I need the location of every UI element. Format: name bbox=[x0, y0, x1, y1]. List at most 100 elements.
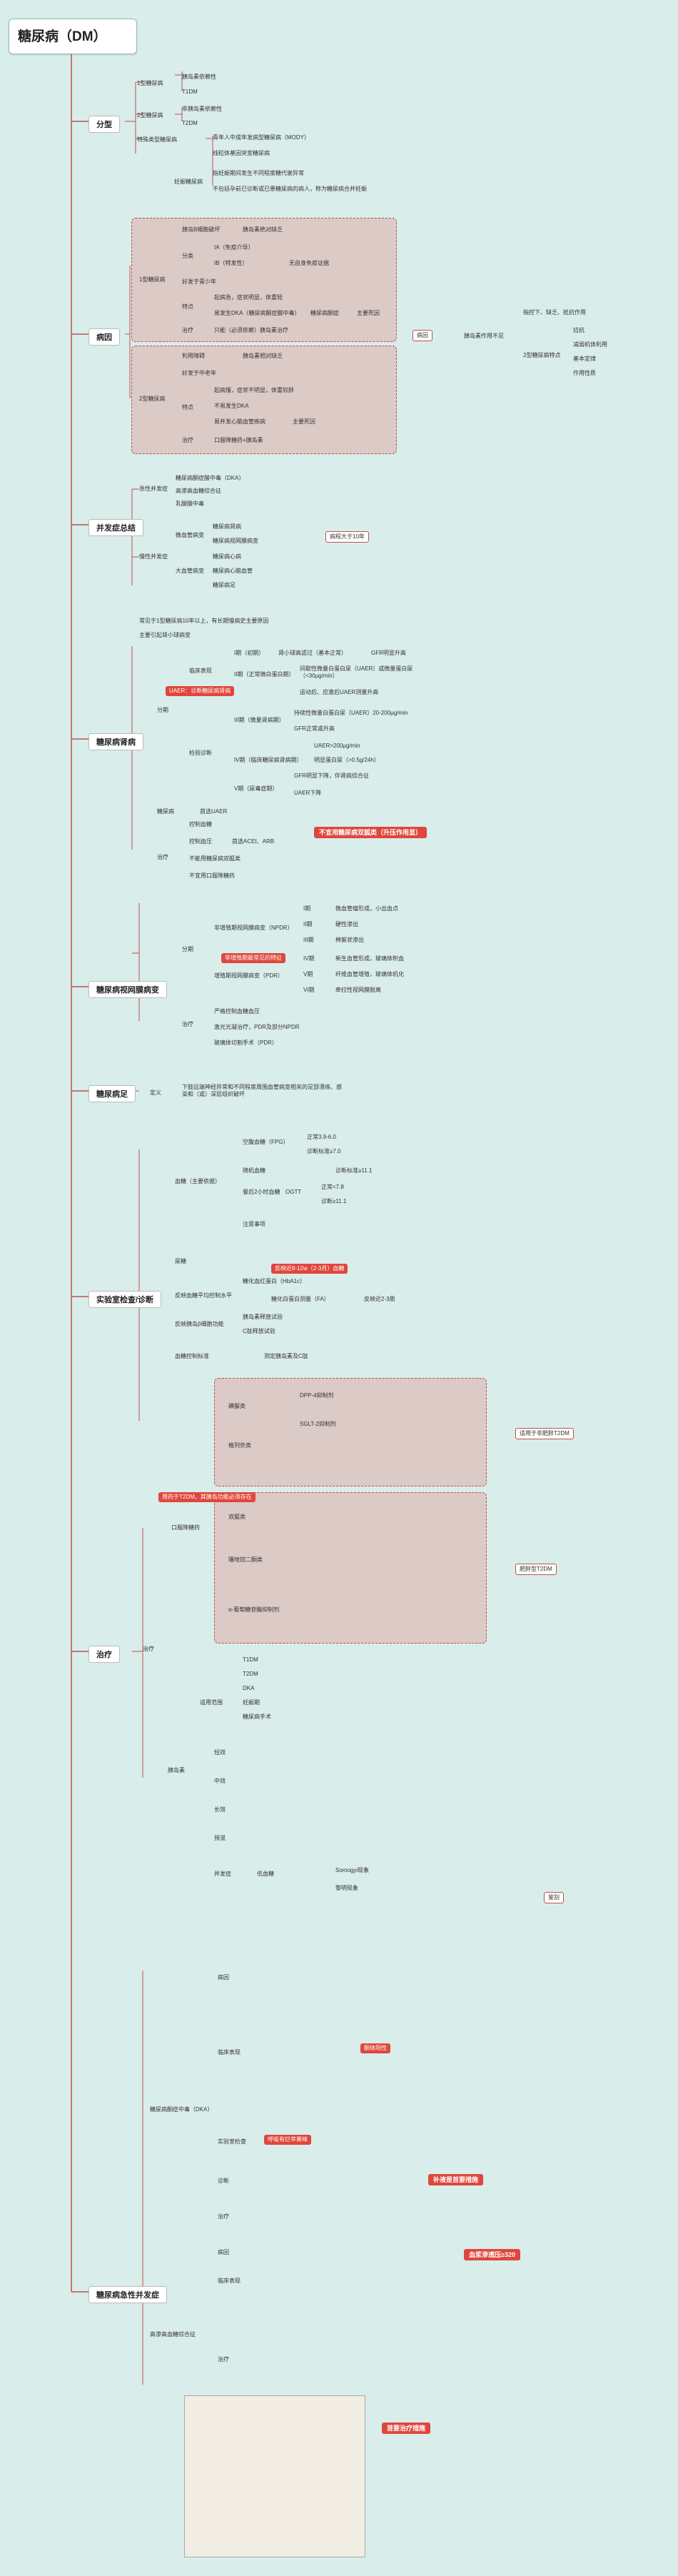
nephropathy-stage: 肾小球高滤过（基本正常） bbox=[278, 650, 347, 656]
insulin-item: DKA bbox=[243, 1685, 255, 1691]
oral-item: SGLT-2抑制剂 bbox=[300, 1421, 336, 1427]
lab-other: 测定胰岛素及C肽 bbox=[264, 1353, 308, 1359]
nephropathy-diag: 临床表现 bbox=[189, 668, 212, 674]
etiology-t1-item: IA（免疫介导） bbox=[214, 244, 254, 251]
nephropathy-treat: 首选ACEI、ARB bbox=[232, 838, 275, 845]
insulin-item: 糖尿病手术 bbox=[243, 1714, 271, 1720]
etiology-t2-item: 治疗 bbox=[182, 437, 193, 443]
class-sub-4: 青年人中成年发病型糖尿病（MODY） bbox=[213, 134, 310, 141]
oral-item: α-葡萄糖苷酶抑制剂 bbox=[228, 1606, 280, 1613]
nephropathy-intro: 主要引起肾小球病变 bbox=[139, 632, 191, 638]
etiology-t2-label: 2型糖尿病 bbox=[139, 396, 166, 402]
acute-comp-item: 高渗高血糖综合征 bbox=[176, 488, 221, 494]
retinopathy-item: 非增殖期视网膜病变（NPDR） bbox=[214, 925, 293, 931]
insulin-item: 妊娠期 bbox=[243, 1699, 260, 1706]
hhs-item: 临床表现 bbox=[218, 2278, 241, 2284]
lab-item: 胰岛素释放试验 bbox=[243, 1314, 283, 1320]
class-sub-5: 线粒体基因突变糖尿病 bbox=[213, 150, 270, 156]
etiology-t2-item: 不易发生DKA bbox=[214, 403, 249, 409]
insulin-item: 短效 bbox=[214, 1749, 226, 1756]
dka-highlight-1: 酮体阳性 bbox=[360, 2043, 390, 2053]
lab-item: 诊断标准≥11.1 bbox=[335, 1167, 373, 1174]
dka-item: 诊断 bbox=[218, 2178, 229, 2184]
lab-item: 血糖（主要依据） bbox=[175, 1178, 221, 1184]
etiology-t2-item: 口服降糖药+胰岛素 bbox=[214, 437, 263, 443]
oral-item: 格列奈类 bbox=[228, 1442, 251, 1449]
lab-highlight: 反映近8-12w（2-3月）血糖 bbox=[271, 1264, 348, 1274]
section-lab-diagnosis: 实验室检查/诊断 bbox=[88, 1291, 162, 1308]
retinopathy-desc: 微血管瘤形成，小出血点 bbox=[335, 905, 398, 912]
insulin-item: 并发症 bbox=[214, 1871, 231, 1877]
reference-table-image bbox=[184, 2395, 365, 2557]
hhs-highlight-1: 血浆渗透压≥320 bbox=[464, 2249, 520, 2260]
etiology-t1-item: 好发于青少年 bbox=[182, 278, 216, 285]
dka-label: 糖尿病酮症中毒（DKA） bbox=[150, 2106, 213, 2113]
retinopathy-item: I期 bbox=[303, 905, 311, 912]
oral-item: 噻唑烷二酮类 bbox=[228, 1556, 263, 1563]
special-type-label: 特殊类型糖尿病 bbox=[137, 136, 177, 143]
lab-item: 空腹血糖（FPG） bbox=[243, 1139, 289, 1145]
chronic-comp-item: 糖尿病视网膜病变 bbox=[213, 538, 258, 544]
nephropathy-stage: IV期（临床糖尿病肾病期） bbox=[234, 757, 303, 763]
lab-item: 诊断标准≥7.0 bbox=[307, 1148, 341, 1154]
section-diabetic-foot: 糖尿病足 bbox=[88, 1085, 136, 1102]
retinopathy-item: 增殖期视网膜病变（PDR） bbox=[214, 972, 283, 979]
nephropathy-treat: 不能用糖尿病双胍类 bbox=[189, 855, 241, 862]
nephropathy-stage: II期（正常微白蛋白期） bbox=[234, 671, 295, 678]
retinopathy-treat: 激光光凝治疗，PDR及部分NPDR bbox=[214, 1024, 300, 1030]
lab-item: 随机血糖 bbox=[243, 1167, 265, 1174]
section-complications-summary: 并发症总结 bbox=[88, 519, 143, 536]
retinopathy-desc: 棉絮状渗出 bbox=[335, 937, 364, 943]
dka-highlight-2: 呼吸有烂苹果味 bbox=[264, 2135, 311, 2145]
retinopathy-item: II期 bbox=[303, 921, 313, 927]
etiology-right-3: 减弱机体利用 bbox=[573, 341, 607, 348]
etiology-t2-item: 特点 bbox=[182, 404, 193, 411]
nephropathy-stage: III期（微量肾病期） bbox=[234, 717, 285, 723]
retinopathy-desc: 牵拉性视网膜脱离 bbox=[335, 987, 381, 993]
nephropathy-highlight-drug: 不宜用糖尿病双胍类（升压作用显） bbox=[314, 827, 427, 838]
nephropathy-stage: UAER下降 bbox=[294, 790, 322, 796]
etiology-summary: 病因 bbox=[413, 330, 432, 341]
chronic-comp-item: 大血管病变 bbox=[176, 568, 204, 574]
nephropathy-stage: 运动后、应激后UAER测量升高 bbox=[300, 689, 379, 695]
hhs-highlight-2: 首要治疗措施 bbox=[382, 2422, 431, 2434]
etiology-t1-item: 起病急，症状明显，体重轻 bbox=[214, 294, 283, 301]
etiology-t2-item: 易并发心脑血管疾病 bbox=[214, 418, 265, 425]
nephropathy-stage: 持续性微量白蛋白尿（UAER）20-200μg/min bbox=[294, 710, 408, 716]
retinopathy-treat: 严格控制血糖血压 bbox=[214, 1008, 260, 1015]
treatment-side-2: 肥胖型T2DM bbox=[515, 1564, 557, 1575]
retinopathy-desc: 硬性渗出 bbox=[335, 921, 358, 927]
etiology-right-1: 指控下、缺乏、抵抗作用 bbox=[523, 309, 586, 316]
etiology-t1-item: 胰岛B细胞破坏 bbox=[182, 226, 221, 233]
section-classification: 分型 bbox=[88, 116, 120, 133]
nephropathy-stage: 间歇性微量白蛋白尿（UAER）或微量蛋白尿（<30μg/min） bbox=[300, 665, 413, 679]
nephropathy-stage: UAER>200μg/min bbox=[314, 743, 360, 749]
lab-item: 注意事项 bbox=[243, 1221, 265, 1227]
etiology-t1-item: 易发生DKA（糖尿病酮症酸中毒） bbox=[214, 310, 300, 316]
insulin-label: 胰岛素 bbox=[168, 1767, 185, 1773]
nephropathy-stage: I期（初期） bbox=[234, 650, 265, 656]
nephropathy-diag: 分期 bbox=[157, 707, 168, 713]
oral-item: 双胍类 bbox=[228, 1514, 246, 1520]
section-etiology: 病因 bbox=[88, 328, 120, 346]
chronic-comp-item: 糖尿病心脑血管 bbox=[213, 568, 253, 574]
complications-note: 病程大于10年 bbox=[325, 531, 369, 543]
retinopathy-item: III期 bbox=[303, 937, 314, 943]
insulin-item: 预混 bbox=[214, 1835, 226, 1841]
etiology-right-0: 胰岛素作用不足 bbox=[464, 333, 504, 339]
lab-item: 诊断≥11.1 bbox=[321, 1198, 347, 1204]
insulin-item: T2DM bbox=[243, 1671, 258, 1677]
root-title: 糖尿病（DM） bbox=[9, 19, 137, 54]
lab-other: 糖化白蛋白测量（FA） bbox=[271, 1296, 330, 1302]
class-sub-1: T1DM bbox=[182, 89, 198, 95]
chronic-comp-item: 糖尿病肾病 bbox=[213, 523, 241, 530]
lab-item: C肽释放试验 bbox=[243, 1328, 275, 1334]
nephropathy-diag: 糖尿病 bbox=[157, 808, 174, 815]
lab-item: 餐后2小时血糖 bbox=[243, 1189, 280, 1195]
class-sub-6: 指妊娠期间发生不同程度糖代谢异常 bbox=[213, 170, 304, 176]
etiology-t1-item: 胰岛素绝对缺乏 bbox=[243, 226, 283, 233]
treatment-highlight: 用药于T2DM，其胰岛功能必须存在 bbox=[158, 1492, 255, 1502]
dka-item: 实验室检查 bbox=[218, 2138, 246, 2145]
etiology-t2-item: 利用障碍 bbox=[182, 353, 205, 359]
chronic-comp-item: 微血管病变 bbox=[176, 532, 204, 538]
